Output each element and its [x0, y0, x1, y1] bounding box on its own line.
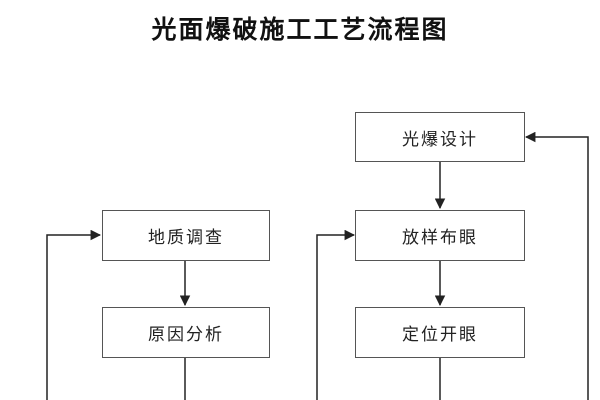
node-cause-analysis: 原因分析: [102, 307, 270, 358]
node-layout-holes: 放样布眼: [355, 210, 525, 261]
node-locate-drill: 定位开眼: [355, 307, 525, 358]
node-locate-drill-label: 定位开眼: [402, 325, 478, 345]
feedback-arrow-to-survey: [46, 229, 102, 400]
node-geological-survey-label: 地质调查: [148, 228, 224, 248]
feedback-arrow-to-design: [524, 131, 589, 400]
node-blast-design-label: 光爆设计: [402, 129, 478, 150]
node-cause-analysis-label: 原因分析: [148, 325, 224, 345]
node-blast-design: 光爆设计: [355, 112, 525, 162]
node-layout-holes-label: 放样布眼: [402, 228, 478, 248]
diagram-title: 光面爆破施工工艺流程图: [151, 15, 449, 44]
feedback-arrow-to-layout: [316, 229, 356, 400]
node-geological-survey: 地质调查: [102, 210, 270, 261]
